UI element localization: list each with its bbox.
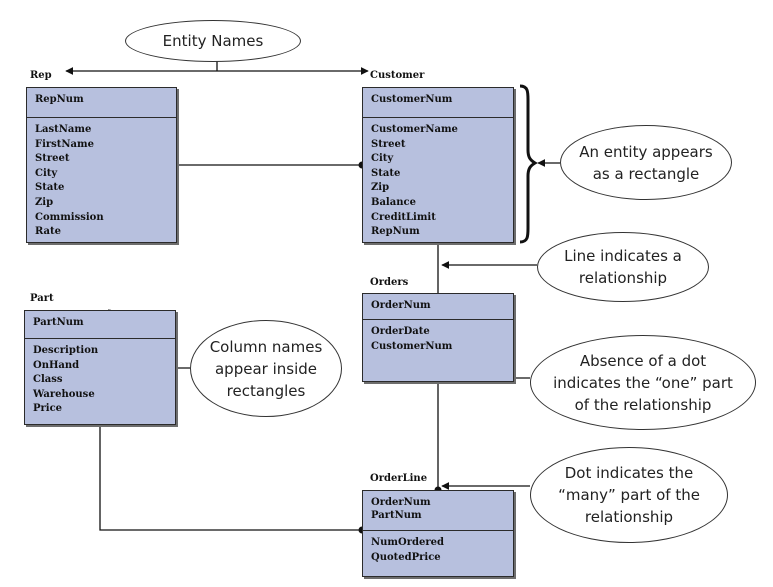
rectangle-callout-line: An entity appears (579, 142, 713, 161)
part-column-list: Description OnHand Class Warehouse Price (25, 339, 175, 424)
rep-key-section: RepNum (27, 88, 176, 118)
columns-callout: Column names appear inside rectangles (190, 320, 342, 417)
customer-key-section: CustomerNum (363, 88, 513, 118)
orderline-column: NumOrdered (371, 537, 444, 548)
orderline-key-section: OrderNum PartNum (363, 491, 513, 531)
orders-column-list: OrderDate CustomerNum (363, 320, 513, 381)
orders-key-column: OrderNum (371, 300, 431, 311)
part-column: Description (33, 345, 99, 356)
customer-column: State (371, 167, 401, 179)
customer-column: Street (371, 138, 406, 150)
part-column: OnHand (33, 359, 80, 371)
one-callout-line: Absence of a dot (579, 351, 707, 370)
orderline-column: QuotedPrice (371, 551, 441, 563)
one-callout-line: indicates the “one” part (553, 373, 733, 392)
part-entity: PartNum Description OnHand Class Warehou… (24, 310, 176, 425)
orderline-column-list: NumOrdered QuotedPrice (363, 531, 513, 576)
columns-callout-line: Column names (209, 337, 323, 356)
many-callout-line: relationship (584, 508, 674, 526)
rep-entity: RepNum LastName FirstName Street City St… (26, 87, 177, 243)
part-column: Class (33, 374, 63, 386)
orders-column: OrderDate (371, 326, 430, 337)
relationship-callout-line: relationship (578, 269, 668, 287)
columns-callout-line: rectangles (226, 381, 306, 400)
customer-column: CustomerName (371, 124, 458, 135)
rep-entity-name: Rep (30, 70, 52, 81)
rep-column: Commission (35, 211, 104, 223)
orderline-key-column: OrderNum (371, 497, 431, 508)
orders-column: CustomerNum (371, 340, 453, 352)
customer-key-column: CustomerNum (371, 94, 453, 105)
part-key-column: PartNum (33, 317, 84, 328)
rep-column: Zip (35, 196, 54, 208)
rep-column: FirstName (35, 138, 94, 150)
rep-column-list: LastName FirstName Street City State Zip… (27, 118, 176, 242)
customer-column: RepNum (371, 226, 420, 238)
orderline-key-column: PartNum (371, 510, 422, 521)
columns-callout-line: appear inside (214, 359, 317, 378)
part-entity-name: Part (30, 293, 54, 304)
rep-key-column: RepNum (35, 94, 84, 105)
part-key-section: PartNum (25, 311, 175, 339)
many-callout-line: “many” part of the (558, 486, 700, 504)
many-callout: Dot indicates the “many” part of the rel… (530, 447, 728, 543)
rep-column: State (35, 182, 65, 194)
part-column: Warehouse (33, 388, 95, 400)
entity-names-callout: Entity Names (125, 20, 301, 62)
one-callout: Absence of a dot indicates the “one” par… (530, 335, 756, 430)
customer-entity: CustomerNum CustomerName Street City Sta… (362, 87, 514, 243)
customer-column: Zip (371, 182, 390, 194)
one-callout-line: of the relationship (574, 395, 712, 414)
orders-entity: OrderNum OrderDate CustomerNum (362, 293, 514, 382)
rep-column: City (35, 167, 58, 179)
rectangle-callout-line: as a rectangle (592, 164, 700, 183)
customer-column: Balance (371, 196, 416, 208)
part-column: Price (33, 403, 63, 415)
many-callout-line: Dot indicates the (564, 464, 694, 482)
orderline-entity: OrderNum PartNum NumOrdered QuotedPrice (362, 490, 514, 577)
orderline-entity-name: OrderLine (370, 473, 428, 484)
customer-column: City (371, 153, 394, 165)
customer-column: CreditLimit (371, 211, 436, 223)
orders-key-section: OrderNum (363, 294, 513, 320)
orders-entity-name: Orders (370, 277, 409, 288)
rectangle-callout: An entity appears as a rectangle (560, 125, 732, 200)
customer-entity-name: Customer (370, 70, 425, 81)
entity-names-text: Entity Names (162, 32, 264, 50)
customer-column-list: CustomerName Street City State Zip Balan… (363, 118, 513, 242)
rep-column: LastName (35, 124, 92, 135)
customer-column-brace (519, 84, 538, 244)
relationship-callout-line: Line indicates a (564, 247, 682, 265)
rep-column: Rate (35, 226, 62, 238)
part-orderline-line (99, 425, 362, 531)
rep-column: Street (35, 153, 70, 165)
relationship-callout: Line indicates a relationship (537, 232, 709, 302)
